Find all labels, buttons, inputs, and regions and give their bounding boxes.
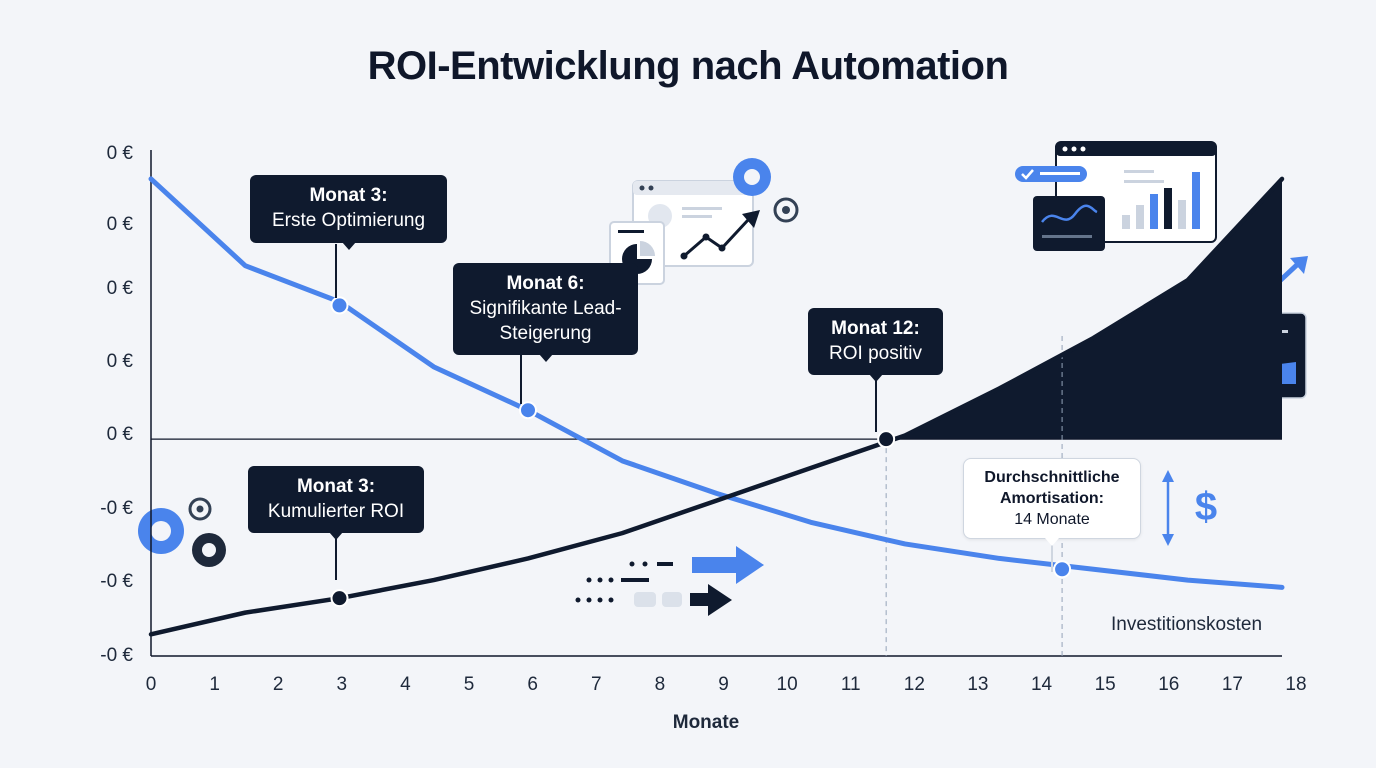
- data-marker: [1053, 560, 1072, 579]
- vertical-arrow-icon: [1162, 470, 1174, 546]
- x-tick-label: 0: [146, 674, 157, 695]
- annotation-text: Signifikante Lead-Steigerung: [469, 298, 622, 344]
- annotation-heading: Monat 3:: [296, 476, 376, 497]
- annotation-callout: Durchschnittliche Amortisation: 14 Monate: [963, 458, 1141, 539]
- x-axis-label: Monate: [673, 712, 740, 733]
- fast-forward-icon: [575, 546, 764, 616]
- annotation-text: Kumulierter ROI: [267, 501, 405, 522]
- y-tick-label: -0 €: [100, 571, 133, 592]
- callout-pointer: [329, 532, 343, 540]
- x-tick-label: 7: [591, 674, 602, 695]
- x-tick-label: 2: [273, 674, 284, 695]
- y-tick-label: -0 €: [100, 645, 133, 666]
- y-tick-label: 0 €: [107, 214, 134, 235]
- callout-pointer: [538, 354, 553, 362]
- data-marker: [519, 401, 537, 420]
- x-tick-label: 6: [527, 674, 538, 695]
- dashboard-window-icon: [1015, 141, 1217, 251]
- annotation-heading: Durchschnittliche Amortisation:: [984, 469, 1120, 507]
- x-tick-label: 1: [209, 674, 220, 695]
- x-tick-label: 18: [1285, 674, 1306, 695]
- callout-pointer: [868, 374, 883, 382]
- x-tick-label: 12: [904, 674, 925, 695]
- data-marker: [330, 589, 349, 608]
- data-marker: [877, 430, 896, 449]
- chart-title: ROI-Entwicklung nach Automation: [367, 44, 1009, 88]
- annotation-text: ROI positiv: [829, 343, 922, 364]
- gears-icon: [733, 158, 799, 223]
- x-tick-label: 15: [1095, 674, 1116, 695]
- x-tick-label: 11: [841, 674, 861, 695]
- y-tick-label: 0 €: [107, 351, 134, 372]
- y-tick-label: 0 €: [107, 278, 134, 299]
- x-tick-label: 13: [967, 674, 988, 695]
- callout-pointer: [341, 242, 356, 250]
- x-tick-label: 9: [718, 674, 729, 695]
- callout-pointer: [1045, 538, 1059, 546]
- x-tick-label: 4: [400, 674, 411, 695]
- x-tick-label: 8: [655, 674, 666, 695]
- roi-positive-area: [894, 178, 1282, 440]
- svg-text:$: $: [1195, 485, 1217, 529]
- y-tick-label: 0 €: [107, 143, 134, 164]
- series-label-investitionskosten: Investitionskosten: [1111, 614, 1263, 635]
- x-tick-label: 17: [1222, 674, 1243, 695]
- gears-icon: [138, 497, 226, 567]
- annotation-text: 14 Monate: [1014, 511, 1090, 528]
- annotation-callout: Monat 3: Erste Optimierung: [250, 175, 447, 243]
- x-tick-label: 16: [1158, 674, 1179, 695]
- x-tick-label: 5: [464, 674, 475, 695]
- annotation-callout: Monat 3: Kumulierter ROI: [248, 466, 424, 533]
- annotation-text: Erste Optimierung: [271, 210, 426, 231]
- annotation-heading: Monat 3:: [309, 185, 388, 206]
- annotation-heading: Monat 6:: [506, 273, 585, 294]
- annotation-callout: Monat 12: ROI positiv: [808, 308, 943, 375]
- y-tick-label: 0 €: [107, 424, 134, 445]
- x-tick-label: 14: [1031, 674, 1053, 695]
- annotation-callout: Monat 6: Signifikante Lead-Steigerung: [453, 263, 638, 355]
- y-tick-label: -0 €: [100, 498, 133, 519]
- x-tick-label: 3: [337, 674, 348, 695]
- annotation-heading: Monat 12:: [831, 318, 920, 339]
- data-marker: [330, 296, 349, 315]
- x-tick-label: 10: [777, 674, 798, 695]
- dollar-icon: $: [1195, 485, 1217, 529]
